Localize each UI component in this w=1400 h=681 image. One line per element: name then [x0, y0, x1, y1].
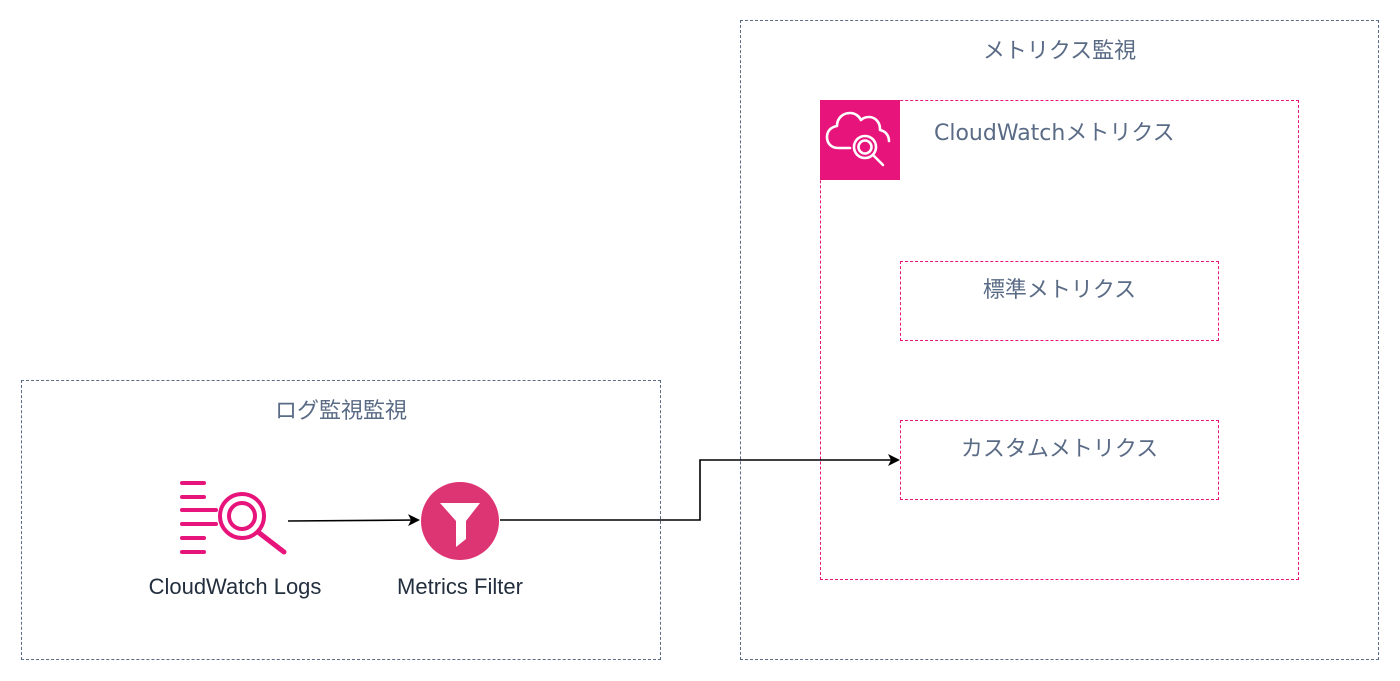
standard-metrics-label: 標準メトリクス — [982, 278, 1137, 303]
log-monitoring-group-label: ログ監視監視 — [274, 399, 407, 424]
cloudwatch-logs-label: CloudWatch Logs — [148, 574, 322, 599]
cloudwatch-logs-icon — [180, 480, 290, 560]
metrics-filter-label: Metrics Filter — [397, 574, 523, 599]
metrics-monitoring-group-label: メトリクス監視 — [982, 39, 1137, 64]
cloudwatch-metrics-group-label: CloudWatchメトリクス — [934, 121, 1175, 146]
cloudwatch-icon — [820, 100, 900, 180]
cloudwatch-metrics-group: CloudWatchメトリクス — [820, 100, 1299, 580]
funnel-filter-icon — [420, 481, 500, 561]
log-monitoring-group: ログ監視監視 — [21, 380, 661, 660]
standard-metrics-box: 標準メトリクス — [900, 261, 1219, 341]
custom-metrics-box: カスタムメトリクス — [900, 420, 1219, 500]
custom-metrics-label: カスタムメトリクス — [960, 437, 1159, 462]
metrics-monitoring-group: メトリクス監視 — [740, 20, 1379, 660]
